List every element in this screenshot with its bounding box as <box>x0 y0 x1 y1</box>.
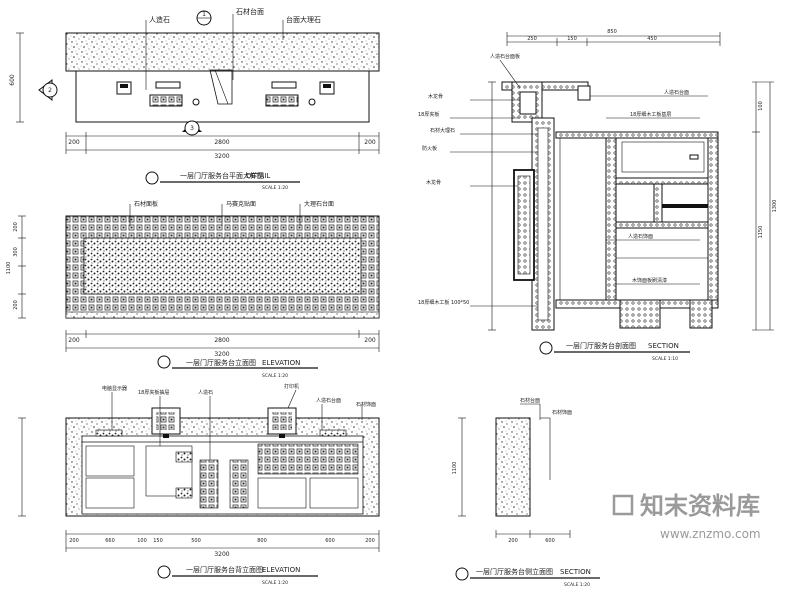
view-title-en: ELEVATION <box>262 359 300 367</box>
dim-label: 500 <box>191 538 201 544</box>
section-callout: 石材大理石 <box>430 127 455 134</box>
computer-monitor-icon <box>149 81 200 107</box>
dim-label: 850 <box>607 29 617 35</box>
dim-label: 150 <box>567 36 577 42</box>
section-callout: 18厚细木工板基层 <box>630 111 671 118</box>
dim-label: 600 <box>545 538 555 544</box>
section-callout: 木饰面板刷清漆 <box>632 277 667 284</box>
back-callout: 人造石 <box>198 389 213 396</box>
section-callout: 18厚细木工板 100*50 <box>418 299 469 306</box>
back-callout: 电脑显示器 <box>102 385 127 392</box>
plan-callout: 台面大理石 <box>286 15 321 24</box>
computer-monitor-icon <box>267 407 297 438</box>
elev-callout: 石材面板 <box>134 200 158 208</box>
dim-label: 200 <box>508 538 518 544</box>
dim-label: 200 <box>13 222 19 232</box>
view-scale: SCALE 1:20 <box>262 580 288 586</box>
dim-label: 250 <box>527 36 537 42</box>
computer-monitor-icon <box>265 81 316 107</box>
back-callout: 人造石台面 <box>316 397 341 404</box>
view-title: 一层门厅服务台立面图 <box>186 358 256 367</box>
elev-callout: 大理石台面 <box>304 200 334 208</box>
dim-label: 100 <box>137 538 147 544</box>
back-callout: 18厚夹板抽屉 <box>138 389 169 396</box>
dim-label: 150 <box>153 538 163 544</box>
view-title: 一层门厅服务台剖面图 <box>566 341 636 350</box>
watermark-url: www.znzmo.com <box>660 527 761 541</box>
plan-counter-top <box>65 32 380 72</box>
view-title-en: ELEVATION <box>262 566 300 574</box>
front-elevation-view: 石材面板 马赛克贴面 大理石台面 200 300 200 1100 200 28… <box>6 200 380 379</box>
view-title-en: DETAIL <box>246 172 270 180</box>
view-scale: SCALE 1:20 <box>564 582 590 588</box>
plan-callout: 石材台面 <box>236 7 264 16</box>
plan-counter-body <box>75 70 370 123</box>
watermark-logo-icon <box>612 494 634 516</box>
section-callout: 人造石饰面 <box>628 233 653 240</box>
section-callout: 木龙骨 <box>426 179 441 186</box>
dim-label: 1100 <box>6 262 12 275</box>
svg-text:1: 1 <box>202 11 206 18</box>
front-counter-stone-panel <box>83 237 362 295</box>
section-marker: 2 <box>38 78 58 102</box>
dim-label: 200 <box>69 538 79 544</box>
watermark-text: 知末资料库 <box>640 492 760 520</box>
dim-label: 200 <box>68 337 80 344</box>
dim-label: 660 <box>105 538 115 544</box>
section-view: 850 250 150 450 人造石台面板 <box>418 29 778 362</box>
dim-label: 450 <box>647 36 657 42</box>
view-scale: SCALE 1:10 <box>652 356 678 362</box>
side-callout: 石材饰面 <box>552 409 572 416</box>
view-scale: SCALE 1:20 <box>262 185 288 191</box>
dim-label: 200 <box>364 337 376 344</box>
elev-callout: 马赛克贴面 <box>226 200 256 208</box>
view-title-en: SECTION <box>648 342 679 350</box>
dim-label: 3200 <box>214 351 229 358</box>
dim-label: 600 <box>9 74 16 86</box>
dim-label: 300 <box>13 247 19 257</box>
section-marker: 3 <box>182 120 202 136</box>
section-callout: 人造石台面 <box>664 89 689 96</box>
view-title: 一层门厅服务台平面大样图 <box>180 171 264 180</box>
computer-monitor-icon <box>151 407 181 438</box>
dim-label: 600 <box>325 538 335 544</box>
section-marker: 1 <box>196 10 212 26</box>
side-elevation-view: 石材台面 石材饰面 1100 200 600 一层门厅服务台侧立面图 SECTI… <box>452 397 600 588</box>
dim-label: 1300 <box>772 200 778 213</box>
section-callout: 防火板 <box>422 145 437 152</box>
section-left-callouts: 人造石台面板 木龙骨 18厚夹板 石材大理石 防火板 木龙骨 18厚细木工板 1… <box>418 53 538 307</box>
watermark: 知末资料库 www.znzmo.com <box>612 492 761 541</box>
view-title-en: SECTION <box>560 568 591 576</box>
dim-label: 3200 <box>214 153 229 160</box>
view-scale: SCALE 1:20 <box>262 373 288 379</box>
dim-label: 800 <box>257 538 267 544</box>
dim-label: 100 <box>758 101 764 111</box>
telephone-icon <box>319 81 335 95</box>
dim-label: 2800 <box>214 139 229 146</box>
section-callout: 18厚夹板 <box>418 111 439 118</box>
dim-label: 2800 <box>214 337 229 344</box>
section-right-callouts: 人造石台面 18厚细木工板基层 人造石饰面 木饰面板刷清漆 <box>590 89 708 285</box>
view-title: 一层门厅服务台背立面图 <box>186 565 263 574</box>
svg-text:2: 2 <box>48 87 52 94</box>
back-callout: 石材饰面 <box>356 401 376 408</box>
section-callout: 人造石台面板 <box>490 53 520 60</box>
dim-label: 1100 <box>452 462 458 475</box>
side-callout: 石材台面 <box>520 397 540 404</box>
svg-text:3: 3 <box>190 125 194 132</box>
plan-callout: 人造石 <box>149 15 170 24</box>
plan-view: 人造石 石材台面 台面大理石 1 2 3 200 2800 200 3200 <box>9 7 380 191</box>
back-callout: 打印机 <box>284 383 299 390</box>
telephone-icon <box>116 81 132 95</box>
dim-label: 200 <box>365 538 375 544</box>
dim-label: 3200 <box>214 551 229 558</box>
dim-label: 1150 <box>758 226 764 239</box>
section-callout: 木龙骨 <box>428 93 443 100</box>
dim-label: 200 <box>13 300 19 310</box>
back-elevation-view: 电脑显示器 18厚夹板抽屉 人造石 打印机 人造石台面 石材饰面 200 660… <box>18 383 380 586</box>
dim-label: 200 <box>364 139 376 146</box>
dim-label: 200 <box>68 139 80 146</box>
view-title: 一层门厅服务台侧立面图 <box>476 567 553 576</box>
